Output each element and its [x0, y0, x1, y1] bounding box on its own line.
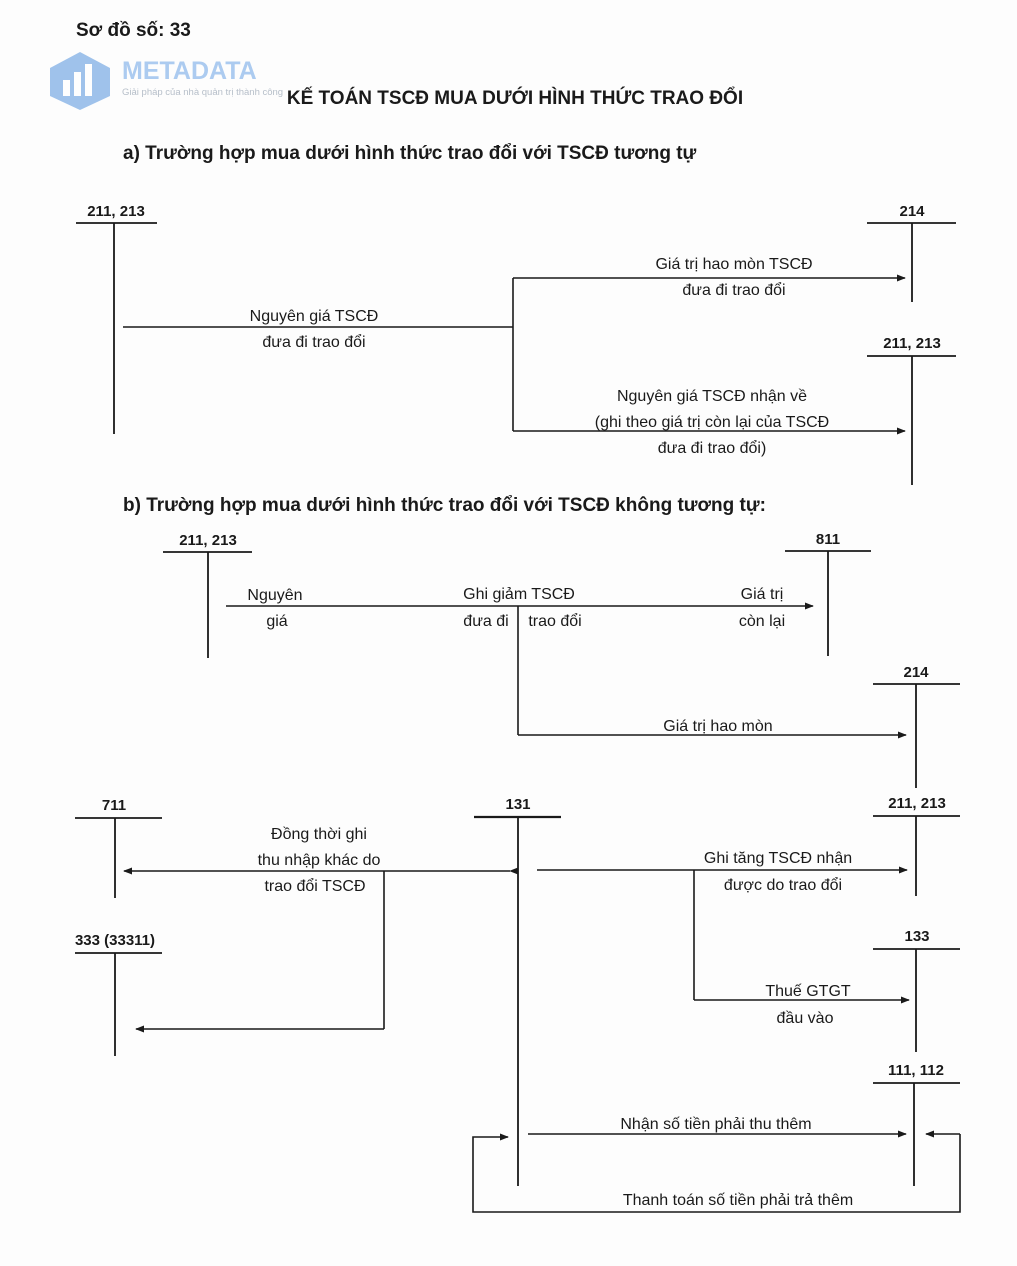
account-label: 131 [505, 796, 530, 813]
account-label: 211, 213 [888, 795, 946, 812]
flow-a-original-cost [123, 274, 906, 435]
diagram-title: KẾ TOÁN TSCĐ MUA DƯỚI HÌNH THỨC TRAO ĐỔI [287, 87, 743, 109]
t-account-b-711: 711 [75, 797, 162, 898]
account-label: 711 [102, 797, 126, 814]
label-ng-1: Nguyên [247, 587, 302, 604]
label-dt-3: trao đổi TSCĐ [264, 877, 365, 895]
label-ng-2: giá [266, 613, 287, 630]
label-gt-1: Ghi tăng TSCĐ nhận [704, 850, 852, 867]
logo-bar [85, 64, 92, 96]
t-account-b-133: 133 [873, 928, 960, 1052]
diagram-number: Sơ đồ số: 33 [76, 20, 191, 41]
flow-b-cash [472, 1130, 961, 1213]
label-depreciation: Giá trị hao mòn TSCĐ [655, 256, 812, 273]
label-dt-1: Đồng thời ghi [271, 826, 367, 843]
t-account-b-211-213-right: 211, 213 [873, 795, 960, 896]
t-account-a-211-213-right: 211, 213 [867, 335, 956, 485]
label-orig-cost: Nguyên giá TSCĐ [250, 308, 379, 325]
flow-b-asset-received [537, 866, 910, 1004]
label-received-cost-3: đưa đi trao đổi) [658, 439, 767, 457]
label-pay: Thanh toán số tiền phải trả thêm [623, 1192, 853, 1209]
t-account-b-211-213-top: 211, 213 [163, 532, 252, 658]
label-gthm: Giá trị hao mòn [663, 718, 772, 735]
account-label: 111, 112 [888, 1062, 944, 1079]
label-gt-2: được do trao đổi [724, 876, 842, 894]
flow-b-other-income [123, 867, 519, 1033]
logo-bar [63, 80, 70, 96]
account-label: 133 [904, 928, 929, 945]
logo-bar [74, 72, 81, 96]
t-account-b-811: 811 [785, 531, 871, 656]
t-account-a-214: 214 [867, 203, 956, 302]
label-rcv: Nhận số tiền phải thu thêm [620, 1116, 811, 1133]
label-gg-1: Ghi giảm TSCĐ [463, 586, 575, 603]
label-gtcl-1: Giá trị [741, 586, 784, 603]
account-label: 211, 213 [179, 532, 237, 549]
section-b-heading: b) Trường hợp mua dưới hình thức trao đổ… [123, 495, 766, 516]
label-received-cost: Nguyên giá TSCĐ nhận về [617, 388, 807, 405]
account-label: 214 [903, 664, 929, 681]
flow-b-disposal [226, 602, 907, 739]
arrow-pay-cash [472, 1133, 961, 1213]
label-received-cost-2: (ghi theo giá trị còn lại của TSCĐ [595, 414, 829, 431]
section-a-heading: a) Trường hợp mua dưới hình thức trao đổ… [123, 143, 697, 164]
account-label: 214 [899, 203, 925, 220]
t-account-b-131: 131 [474, 796, 561, 1186]
t-account-b-214: 214 [873, 664, 960, 788]
account-label: 333 (33311) [75, 932, 155, 949]
watermark-brand: METADATA [122, 57, 257, 85]
label-gg-2: đưa đi [463, 613, 508, 630]
account-label: 211, 213 [87, 203, 145, 220]
label-gg-3: trao đổi [528, 612, 581, 630]
t-account-b-333: 333 (33311) [75, 932, 162, 1056]
label-vat-2: đầu vào [777, 1010, 834, 1027]
watermark-tagline: Giải pháp của nhà quản trị thành công [122, 87, 283, 98]
label-vat-1: Thuế GTGT [765, 983, 851, 1000]
label-orig-cost-2: đưa đi trao đổi [262, 333, 365, 351]
label-depreciation-2: đưa đi trao đổi [682, 281, 785, 299]
account-label: 211, 213 [883, 335, 941, 352]
account-label: 811 [816, 531, 840, 548]
t-account-b-111-112: 111, 112 [873, 1062, 960, 1186]
watermark-logo: METADATA Giải pháp của nhà quản trị thàn… [50, 52, 283, 110]
label-gtcl-2: còn lại [739, 613, 785, 630]
t-account-a-211-213-left: 211, 213 [76, 203, 157, 434]
label-dt-2: thu nhập khác do [258, 852, 381, 869]
